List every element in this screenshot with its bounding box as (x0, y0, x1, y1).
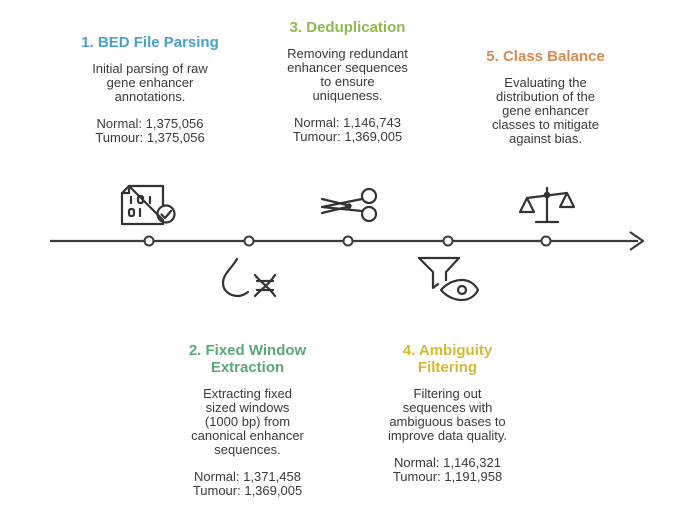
step-description: Evaluating the distribution of the gene … (492, 75, 599, 146)
filter-eye-icon (417, 256, 480, 302)
step-fixed-window-extraction: 2. Fixed Window Extraction Extracting fi… (150, 342, 345, 498)
step-deduplication: 3. Deduplication Removing redundant enha… (250, 19, 445, 144)
timeline-node-4 (442, 235, 454, 247)
tumour-count: Tumour: 1,191,958 (392, 469, 503, 484)
step-counts: Normal: 1,146,743 Tumour: 1,369,005 (250, 116, 445, 144)
step-bed-file-parsing: 1. BED File Parsing Initial parsing of r… (55, 34, 245, 145)
step-title: 2. Fixed Window Extraction (188, 342, 307, 376)
step-description: Extracting fixed sized windows (1000 bp)… (191, 386, 304, 457)
scissors-icon (320, 187, 378, 223)
timeline-arrowhead (629, 231, 645, 251)
normal-count: Normal: 1,146,321 (394, 455, 501, 470)
timeline-node-2 (243, 235, 255, 247)
normal-count: Normal: 1,375,056 (96, 116, 204, 131)
normal-count: Normal: 1,371,458 (194, 469, 301, 484)
timeline-node-1 (143, 235, 155, 247)
tumour-count: Tumour: 1,369,005 (292, 129, 403, 144)
timeline-node-3 (342, 235, 354, 247)
step-title: 5. Class Balance (486, 48, 605, 65)
balance-scale-icon (518, 186, 576, 224)
step-title: 1. BED File Parsing (81, 34, 219, 51)
step-ambiguity-filtering: 4. Ambiguity Filtering Filtering out seq… (350, 342, 545, 484)
normal-count: Normal: 1,146,743 (294, 115, 401, 130)
tumour-count: Tumour: 1,375,056 (95, 130, 205, 145)
step-description: Removing redundant enhancer sequences to… (287, 46, 408, 103)
step-counts: Normal: 1,146,321 Tumour: 1,191,958 (350, 456, 545, 484)
drop-dna-icon (221, 257, 277, 298)
step-description: Initial parsing of raw gene enhancer ann… (92, 61, 208, 104)
document-check-icon (120, 184, 176, 226)
step-title: 4. Ambiguity Filtering (402, 342, 493, 376)
step-class-balance: 5. Class Balance Evaluating the distribu… (448, 48, 643, 146)
step-title: 3. Deduplication (289, 19, 406, 36)
tumour-count: Tumour: 1,369,005 (192, 483, 303, 498)
step-counts: Normal: 1,375,056 Tumour: 1,375,056 (55, 117, 245, 145)
step-counts: Normal: 1,371,458 Tumour: 1,369,005 (150, 470, 345, 498)
timeline-node-5 (540, 235, 552, 247)
step-description: Filtering out sequences with ambiguous b… (388, 386, 507, 443)
